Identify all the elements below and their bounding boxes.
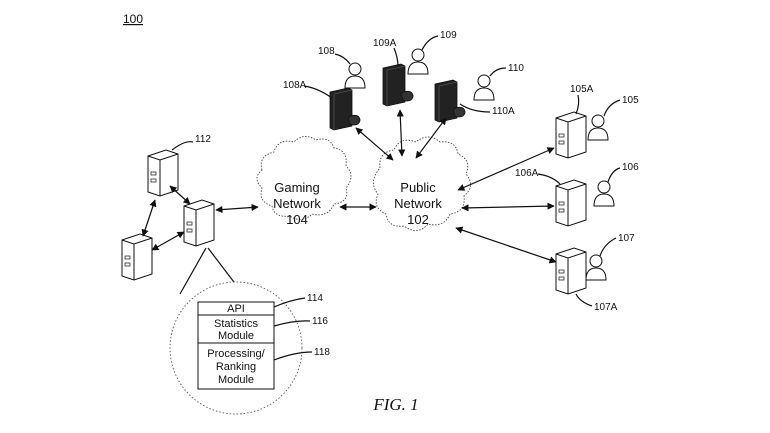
server-106a-icon (555, 179, 587, 227)
leader-114 (273, 297, 306, 308)
leader-109a (393, 47, 399, 67)
link-110a-public (415, 117, 447, 159)
leader-118 (273, 351, 313, 361)
leader-107 (599, 237, 617, 257)
link-109a-public (396, 109, 406, 157)
figure-caption: FIG. 1 (372, 395, 418, 414)
ref-107a: 107A (594, 302, 618, 313)
user-107-icon (585, 254, 607, 281)
ref-114: 114 (307, 293, 323, 304)
ref-108: 108 (318, 46, 335, 57)
leader-116 (273, 320, 311, 327)
server-main-icon (183, 199, 215, 247)
ref-107: 107 (618, 233, 635, 244)
gaming-network-number: 104 (286, 212, 308, 227)
link-public-107a (455, 226, 557, 264)
statistics-line2: Module (218, 330, 254, 342)
leader-110 (489, 67, 507, 77)
ref-105: 105 (622, 95, 639, 106)
leader-108 (334, 53, 351, 65)
processing-ranking-module-box (197, 342, 275, 390)
public-network-line2: Network (394, 196, 442, 211)
leader-110a (459, 103, 491, 113)
gaming-network-line2: Network (273, 196, 321, 211)
processing-line1: Processing/ (207, 348, 265, 360)
ref-108a: 108A (283, 80, 307, 91)
leader-109 (421, 35, 439, 51)
figure-ref-label: 100 (123, 12, 143, 26)
ref-106a: 106A (515, 168, 539, 179)
leader-106 (607, 167, 621, 183)
ref-112: 112 (195, 134, 211, 145)
statistics-line1: Statistics (214, 318, 259, 330)
statistics-module-box (197, 314, 275, 344)
processing-line2: Ranking (216, 361, 256, 373)
leader-106a (537, 173, 561, 185)
ref-105a: 105A (570, 84, 594, 95)
link-bottom-main (151, 231, 185, 251)
ref-109a: 109A (373, 38, 397, 49)
leader-105a (575, 94, 580, 115)
callout-leader-left (179, 247, 207, 295)
link-108a-public (355, 127, 394, 161)
link-top-main (169, 185, 191, 205)
gaming-network-cloud (256, 136, 352, 220)
link-top-bottom (141, 199, 157, 237)
link-server-gaming (215, 203, 259, 214)
user-105-icon (587, 114, 609, 141)
server-107a-icon (555, 247, 587, 295)
ref-110: 110 (508, 63, 524, 74)
ref-116: 116 (312, 316, 328, 327)
leader-112 (171, 141, 194, 151)
server-105a-icon (555, 111, 587, 159)
api-label: API (227, 303, 245, 315)
link-public-106a (461, 202, 555, 212)
user-110-icon (473, 74, 495, 101)
server-bottom-icon (121, 233, 153, 281)
user-108-icon (344, 62, 366, 89)
console-110a-icon (434, 79, 466, 123)
public-network-number: 102 (407, 212, 429, 227)
ref-118: 118 (314, 347, 330, 358)
user-109-icon (407, 48, 429, 75)
processing-line3: Module (218, 374, 254, 386)
user-106-icon (593, 180, 615, 207)
ref-106: 106 (622, 162, 639, 173)
ref-110a: 110A (492, 106, 515, 117)
link-public-105a (457, 147, 555, 191)
leader-108a (303, 85, 333, 99)
ref-109: 109 (440, 30, 457, 41)
leader-107a (575, 293, 593, 307)
leader-105 (603, 99, 621, 117)
public-network-line1: Public (400, 180, 436, 195)
console-108a-icon (329, 87, 361, 131)
gaming-network-line1: Gaming (274, 180, 320, 195)
